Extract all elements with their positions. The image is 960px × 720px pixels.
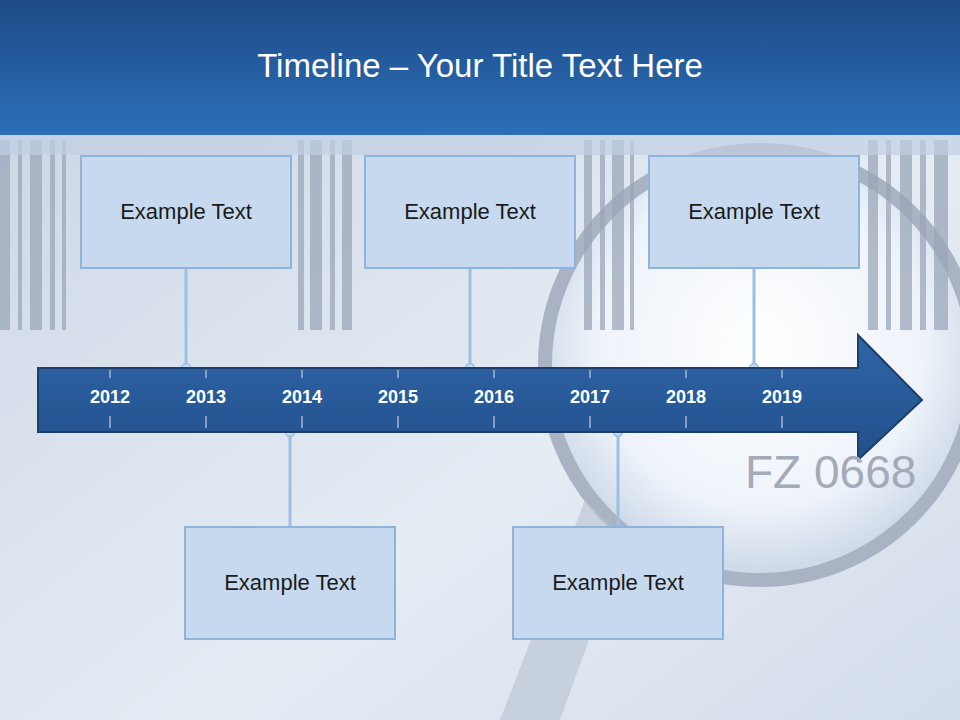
slide-title: Timeline – Your Title Text Here (0, 44, 960, 88)
year-label: 2017 (570, 386, 610, 408)
arrow-outline (38, 335, 922, 460)
tick-mark (206, 370, 207, 378)
barcode-code-text: FZ 0668 (745, 446, 916, 498)
leader-connector (286, 428, 295, 527)
year-label: 2014 (282, 386, 322, 408)
year-label: 2013 (186, 386, 226, 408)
leader-connector (466, 269, 475, 373)
tick-mark (398, 370, 399, 378)
connector-line (289, 432, 292, 526)
tick-mark (782, 416, 783, 428)
connector-line (469, 269, 472, 368)
event-box: Example Text (512, 526, 724, 640)
event-box: Example Text (80, 155, 292, 269)
event-box: Example Text (364, 155, 576, 269)
arrow-shape (38, 368, 858, 432)
tick-mark (110, 370, 111, 378)
leader-connector (182, 269, 191, 373)
year-label: 2012 (90, 386, 130, 408)
tick-mark (590, 416, 591, 428)
year-label: 2018 (666, 386, 706, 408)
tick-mark (686, 370, 687, 378)
leader-connector (614, 428, 623, 527)
year-label: 2015 (378, 386, 418, 408)
tick-mark (302, 370, 303, 378)
tick-mark (302, 416, 303, 428)
tick-mark (110, 416, 111, 428)
year-label: 2016 (474, 386, 514, 408)
event-box: Example Text (648, 155, 860, 269)
tick-mark (590, 370, 591, 378)
connector-line (617, 432, 620, 526)
title-bar: Timeline – Your Title Text Here (0, 0, 960, 135)
tick-mark (494, 370, 495, 378)
timeline-arrow: 2012 2013 2014 2015 2016 2017 2018 2019 (38, 368, 858, 432)
box-text: Example Text (552, 569, 684, 597)
event-box: Example Text (184, 526, 396, 640)
connector-line (185, 269, 188, 368)
connector-line (753, 269, 756, 368)
leader-connector (750, 269, 759, 373)
box-text: Example Text (404, 198, 536, 226)
box-text: Example Text (688, 198, 820, 226)
box-text: Example Text (224, 569, 356, 597)
tick-mark (206, 416, 207, 428)
year-label: 2019 (762, 386, 802, 408)
tick-mark (494, 416, 495, 428)
tick-mark (686, 416, 687, 428)
tick-mark (398, 416, 399, 428)
box-text: Example Text (120, 198, 252, 226)
tick-mark (782, 370, 783, 378)
